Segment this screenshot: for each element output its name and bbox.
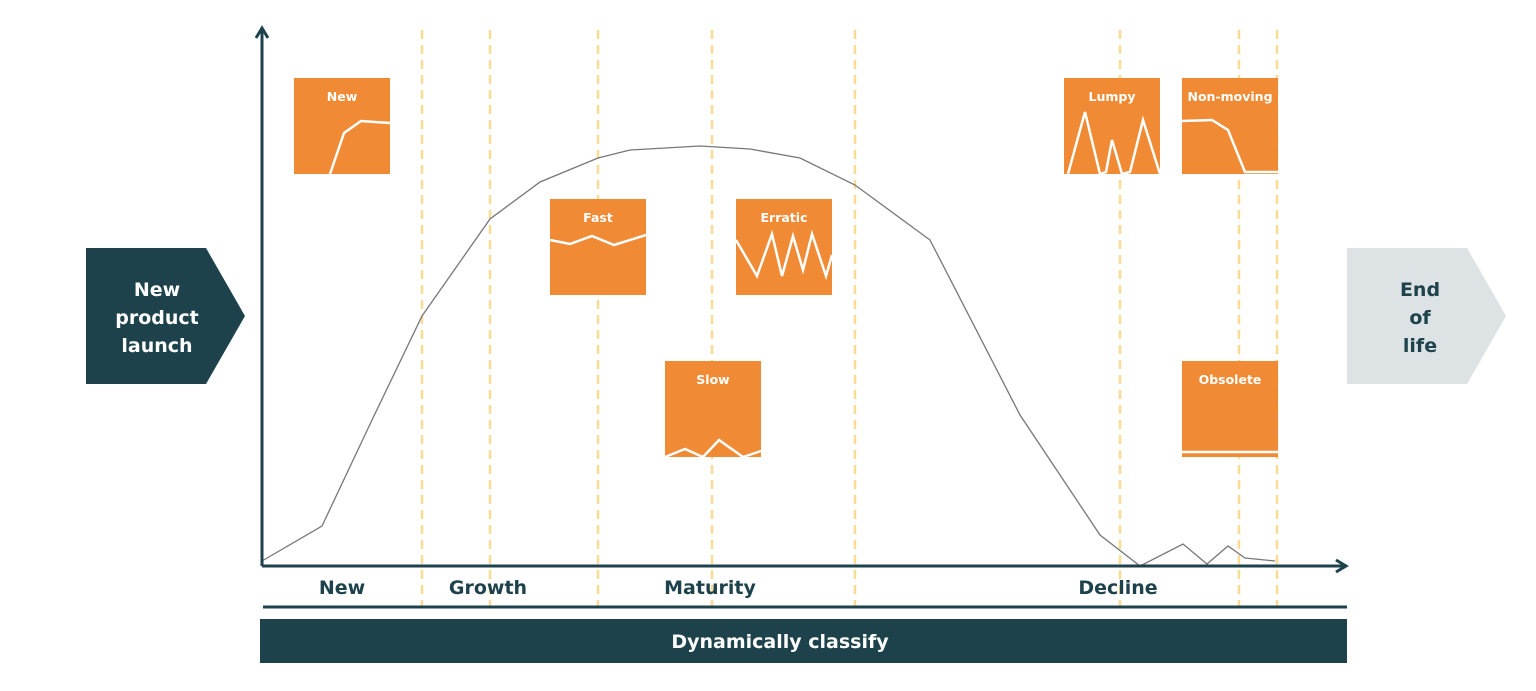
- pattern-label: Non-moving: [1187, 89, 1272, 104]
- pattern-label: Obsolete: [1199, 372, 1262, 387]
- x-axis-arrow: [1335, 558, 1349, 574]
- start-label-line-1: New: [134, 279, 180, 301]
- end-arrow: [1347, 248, 1506, 384]
- start-label-line-2: product: [115, 307, 199, 329]
- start-arrow: [86, 248, 245, 384]
- stage-new: New: [319, 577, 365, 599]
- pattern-label: Fast: [583, 210, 613, 225]
- pattern-tile-fast: Fast: [549, 199, 647, 295]
- axes: [254, 25, 1349, 574]
- pattern-sparkline: [664, 438, 762, 459]
- pattern-tile-non-moving: Non-moving: [1181, 78, 1278, 174]
- pattern-tile-new: New: [294, 78, 391, 175]
- pattern-label: Erratic: [761, 210, 808, 225]
- end-label-line-2: of: [1409, 307, 1431, 329]
- pattern-label: Slow: [696, 372, 730, 387]
- end-label-line-1: End: [1400, 279, 1440, 301]
- dynamically-classify-bar: [260, 619, 1347, 663]
- pattern-tile-slow: Slow: [664, 361, 762, 459]
- pattern-sparkline: [549, 233, 647, 247]
- lifecycle-curve: [261, 145, 1276, 567]
- pattern-tile-obsolete: Obsolete: [1182, 361, 1278, 457]
- stage-decline: Decline: [1078, 577, 1157, 599]
- pattern-label: Lumpy: [1089, 89, 1136, 104]
- start-label-line-3: launch: [121, 335, 192, 357]
- end-label-line-3: life: [1403, 335, 1437, 357]
- pattern-sparkline: [1181, 118, 1278, 174]
- y-axis-arrow: [254, 25, 270, 39]
- pattern-tile-erratic: Erratic: [734, 199, 834, 295]
- pattern-tile-lumpy: Lumpy: [1064, 78, 1162, 176]
- stage-maturity: Maturity: [664, 577, 756, 599]
- stage-growth: Growth: [449, 577, 527, 599]
- pattern-sparkline: [734, 229, 834, 281]
- pattern-sparkline: [328, 119, 391, 175]
- pattern-sparkline: [1066, 111, 1162, 176]
- pattern-label: New: [327, 89, 358, 104]
- dynamically-classify-label: Dynamically classify: [671, 631, 889, 653]
